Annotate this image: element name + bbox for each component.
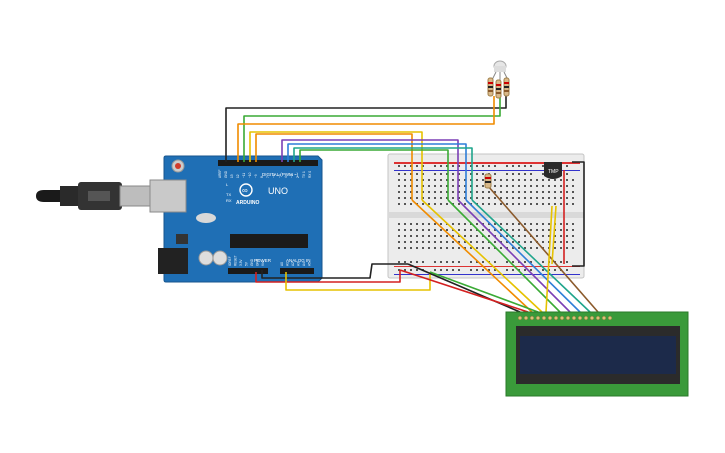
pin-label: 7: [266, 176, 270, 178]
wire-yellow-lcd: [249, 131, 423, 200]
lcd-display-icon[interactable]: [505, 311, 689, 397]
digital-header: [218, 160, 318, 166]
resistor-icon[interactable]: [487, 77, 510, 99]
pin-label: A4: [302, 262, 306, 266]
reset-button[interactable]: [175, 163, 181, 169]
svg-text:∞: ∞: [242, 186, 248, 195]
analog-label: ANALOG IN: [286, 258, 311, 263]
pin-label: 12: [236, 174, 240, 178]
pin-label: 2: [296, 176, 300, 178]
power-header: [228, 268, 268, 274]
pin-label: A5: [308, 262, 312, 266]
sensor-label: TMP: [548, 169, 559, 175]
pin-label: Vin: [261, 261, 265, 266]
analog-header: [280, 268, 314, 274]
pin-label: RESET: [234, 255, 238, 266]
wire-orange-top: [237, 96, 495, 162]
pin-label: ~9: [254, 174, 258, 178]
pin-label: ~11: [242, 173, 246, 178]
digital-label: DIGITAL (PWM ~): [262, 172, 299, 177]
pin-label: 5V: [245, 261, 249, 266]
lcd-pins: [517, 315, 613, 321]
wire-green-lcd: [299, 149, 449, 200]
pin-label: ~3: [290, 174, 294, 178]
pin-label: AREF: [218, 169, 222, 178]
breadboard[interactable]: [387, 153, 585, 279]
led-l-label: L: [226, 182, 229, 187]
pin-label: 13: [230, 174, 234, 178]
pin-label: GND: [224, 170, 228, 178]
led-tx-label: TX: [226, 192, 231, 197]
led-rx-label: RX: [226, 198, 232, 203]
wire-black-gnd: [261, 263, 408, 279]
arduino-board[interactable]: ∞ ARDUINO UNO DIGITAL (PWM ~) POWER ANAL…: [149, 155, 323, 283]
wire-black-right: [572, 161, 585, 267]
wire-yellow-a0: [285, 272, 431, 291]
pin-label: A0: [280, 262, 284, 266]
arduino-brand: ARDUINO: [236, 200, 259, 206]
wire-purple: [281, 139, 459, 200]
pin-label: RX 0: [308, 171, 312, 178]
wire-red-5v: [255, 270, 401, 283]
wire-black-top: [225, 92, 507, 162]
wires: [225, 92, 599, 313]
lcd-screen: [520, 336, 676, 374]
pin-label: ~5: [278, 174, 282, 178]
atmega-chip: [230, 234, 308, 248]
power-label: POWER: [254, 258, 272, 263]
wire-green-top: [243, 96, 501, 162]
pin-label: GND: [250, 258, 254, 266]
pin-label: 4: [284, 176, 288, 178]
pin-label: ~10: [248, 172, 252, 178]
pin-label: IOREF: [228, 256, 232, 266]
pin-label: A2: [291, 262, 295, 266]
pin-label: 3.3V: [239, 259, 243, 266]
pin-label: GND: [256, 258, 260, 266]
rgb-led-icon[interactable]: [491, 60, 509, 81]
pin-label: 8: [260, 176, 264, 178]
pin-label: A3: [297, 262, 301, 266]
pin-label: ~6: [272, 174, 276, 178]
breadboard-holes: [398, 165, 574, 271]
usb-cable-icon: [36, 182, 153, 210]
pin-label: TX 1: [302, 171, 306, 178]
wire-teal: [293, 147, 473, 200]
arduino-model: UNO: [268, 186, 288, 196]
wire-blue: [287, 143, 467, 200]
power-jack: [158, 248, 188, 274]
pin-label: A1: [286, 262, 290, 266]
usb-port: [149, 179, 187, 213]
temperature-sensor-icon[interactable]: TMP: [544, 162, 562, 179]
wire-orange-lcd: [255, 133, 413, 200]
resistor-icon[interactable]: [484, 173, 492, 189]
